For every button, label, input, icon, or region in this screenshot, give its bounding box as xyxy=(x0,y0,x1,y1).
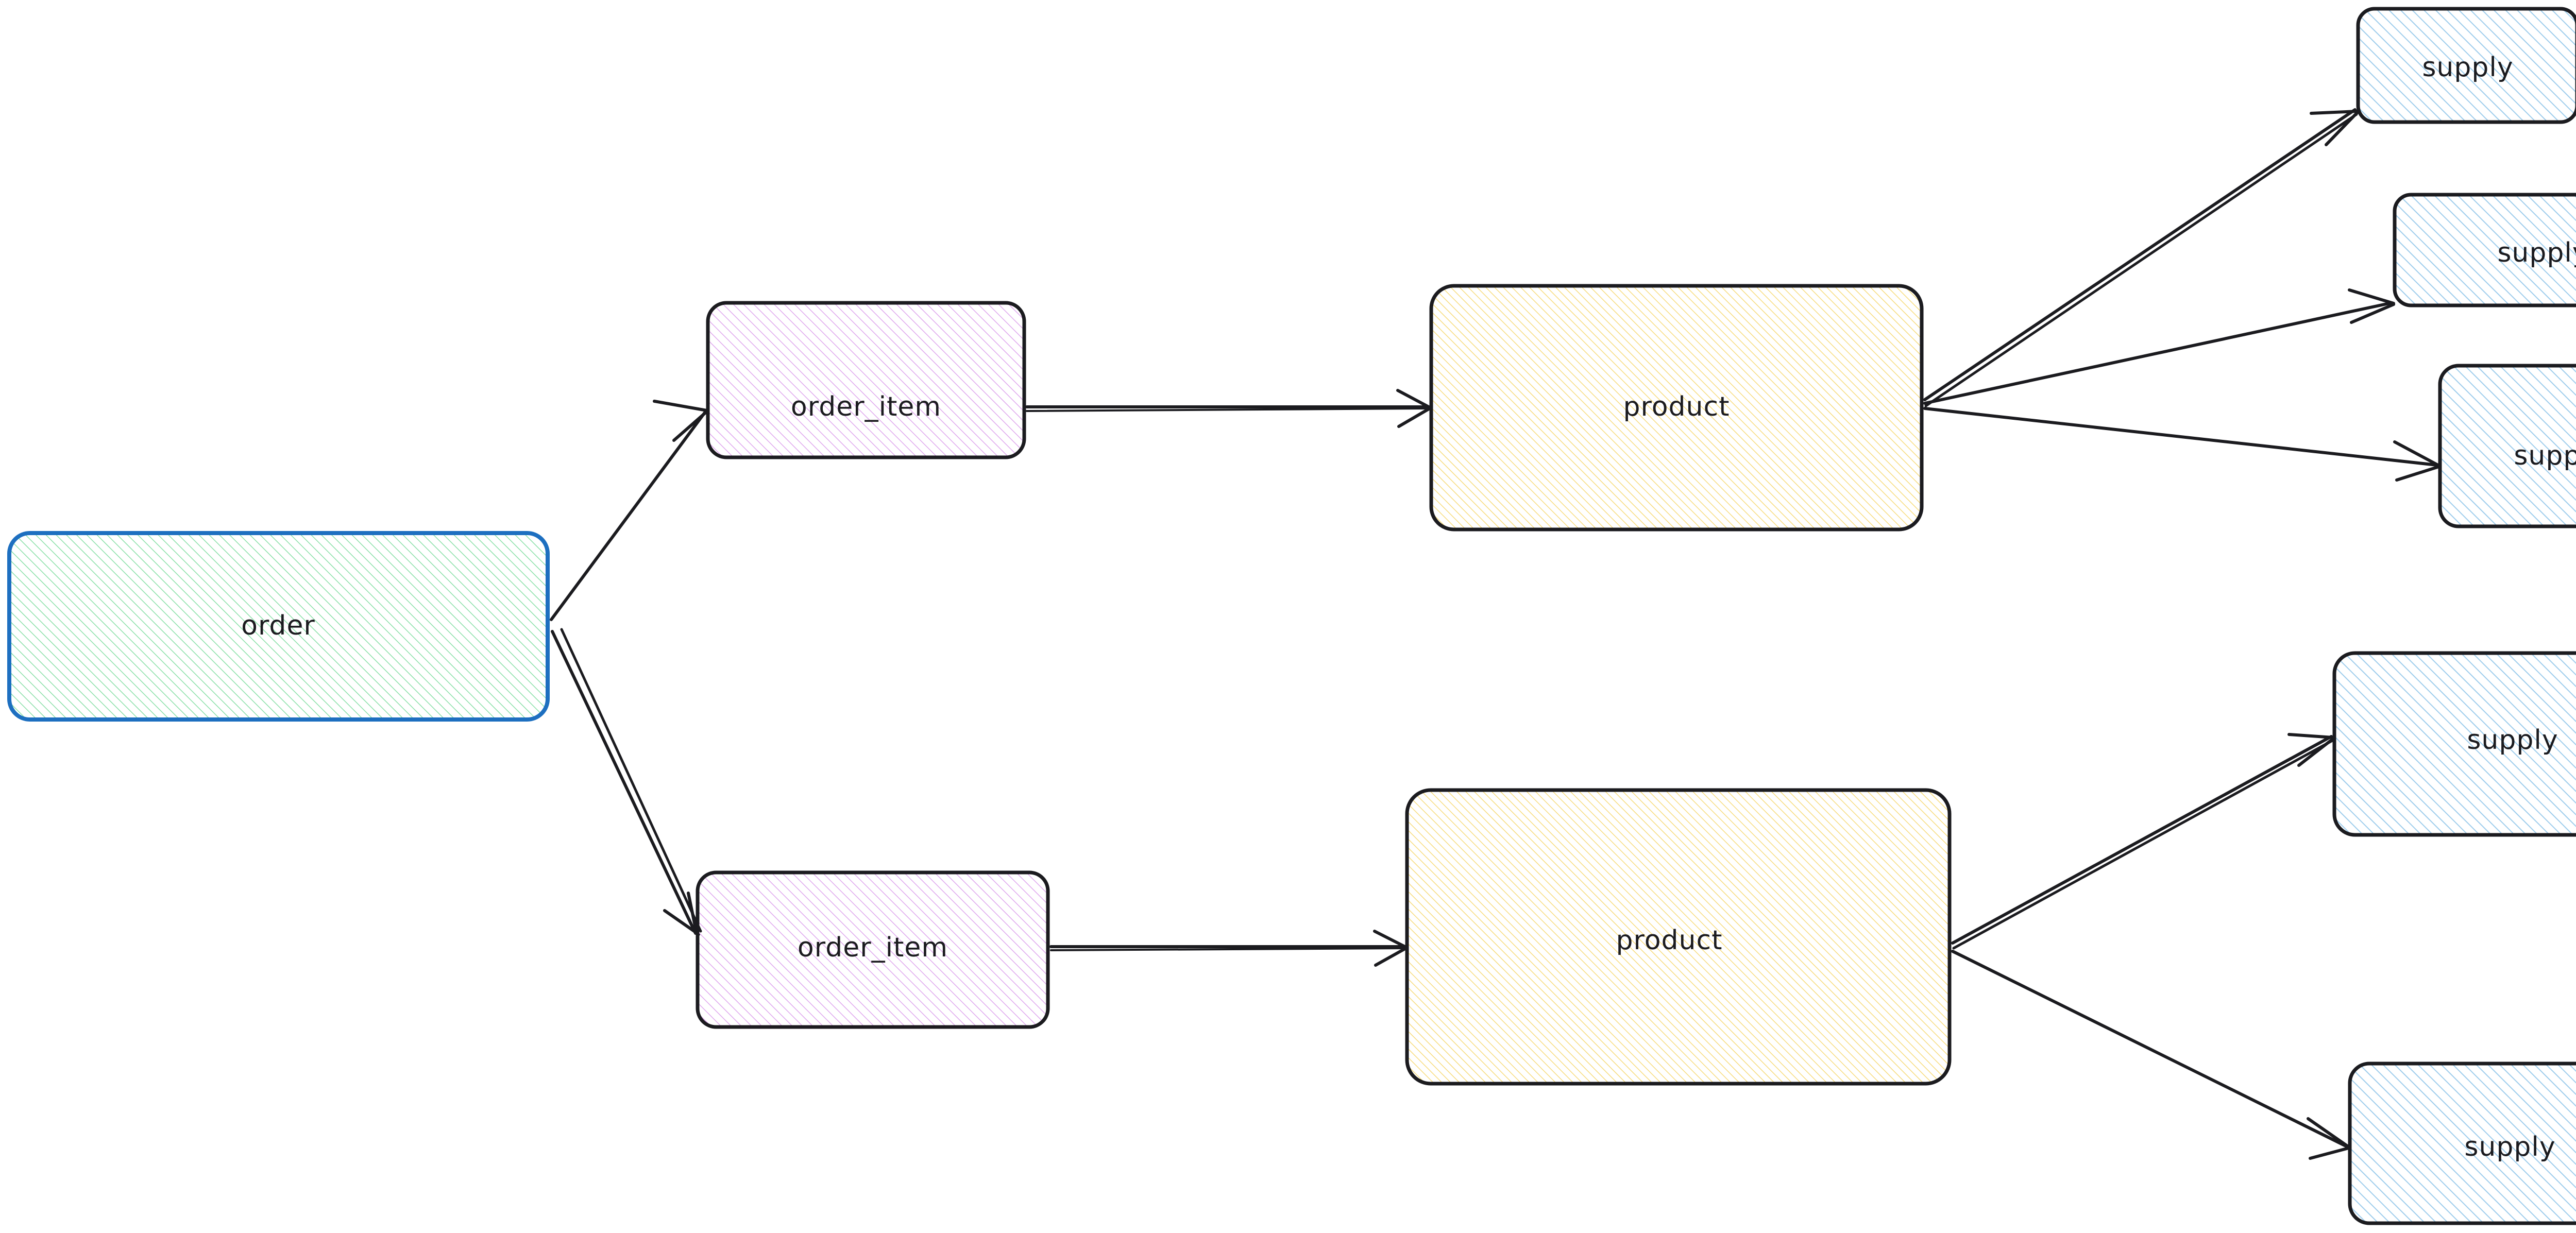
node-product-top-border xyxy=(1429,284,1924,532)
node-product-bottom[interactable]: product xyxy=(1405,788,1952,1086)
nodes-layer: order order_item order_item product xyxy=(7,7,2576,1225)
node-order-item-top[interactable]: order_item xyxy=(706,301,1026,459)
node-order-label: order xyxy=(241,610,315,641)
node-supply-3-border xyxy=(2438,364,2576,528)
edge-product-top-to-supply-2[interactable] xyxy=(1923,288,2395,405)
edge-product-bottom-to-supply-5[interactable] xyxy=(1951,950,2350,1160)
node-order-item-bottom-label: order_item xyxy=(798,932,948,963)
node-product-top-label: product xyxy=(1623,391,1730,422)
node-product-bottom-fill xyxy=(1407,790,1950,1084)
node-order-item-bottom-border xyxy=(696,870,1050,1029)
node-product-bottom-border xyxy=(1405,788,1952,1086)
node-supply-2[interactable]: supply xyxy=(2393,193,2576,307)
node-supply-4-fill xyxy=(2334,653,2576,835)
node-supply-2-border xyxy=(2393,193,2576,307)
node-supply-1-label: supply xyxy=(2422,52,2513,83)
edge-order-to-order-item-bottom[interactable] xyxy=(551,628,702,936)
node-supply-5-label: supply xyxy=(2464,1132,2555,1162)
node-supply-1-border xyxy=(2356,7,2576,124)
node-supply-5-fill xyxy=(2350,1064,2576,1223)
node-product-top-fill xyxy=(1431,286,1922,529)
node-order-border xyxy=(7,531,550,722)
node-product-top[interactable]: product xyxy=(1429,284,1924,532)
node-supply-2-fill xyxy=(2395,195,2576,305)
node-supply-5-border xyxy=(2348,1061,2576,1225)
node-product-bottom-label: product xyxy=(1616,925,1722,956)
node-supply-4-border xyxy=(2332,651,2576,837)
edge-order-item-top-to-product-top[interactable] xyxy=(1025,389,1431,428)
node-order-item-top-border xyxy=(706,301,1026,459)
node-supply-2-label: supply xyxy=(2497,237,2576,268)
node-supply-4-label: supply xyxy=(2467,725,2558,756)
node-order-fill xyxy=(9,533,548,720)
edge-product-top-to-supply-3[interactable] xyxy=(1923,407,2441,482)
node-order-item-bottom[interactable]: order_item xyxy=(696,870,1050,1029)
node-supply-5[interactable]: supply xyxy=(2348,1061,2576,1225)
node-order[interactable]: order xyxy=(7,531,550,722)
edge-product-top-to-supply-1[interactable] xyxy=(1923,108,2359,407)
node-supply-4[interactable]: supply xyxy=(2332,651,2576,837)
node-order-item-top-label: order_item xyxy=(791,391,941,422)
node-order-item-bottom-fill xyxy=(698,872,1048,1027)
node-supply-1[interactable]: supply xyxy=(2356,7,2576,124)
edges-layer xyxy=(550,108,2441,1160)
edge-product-bottom-to-supply-4[interactable] xyxy=(1951,733,2335,950)
edge-order-item-bottom-to-product-bottom[interactable] xyxy=(1049,930,1408,967)
node-supply-3[interactable]: supply xyxy=(2438,364,2576,528)
node-supply-1-fill xyxy=(2358,9,2576,122)
edge-order-to-order-item-top[interactable] xyxy=(550,400,708,621)
node-supply-3-fill xyxy=(2440,366,2576,526)
node-order-item-top-fill xyxy=(708,303,1024,457)
node-supply-3-label: supply xyxy=(2514,440,2576,471)
